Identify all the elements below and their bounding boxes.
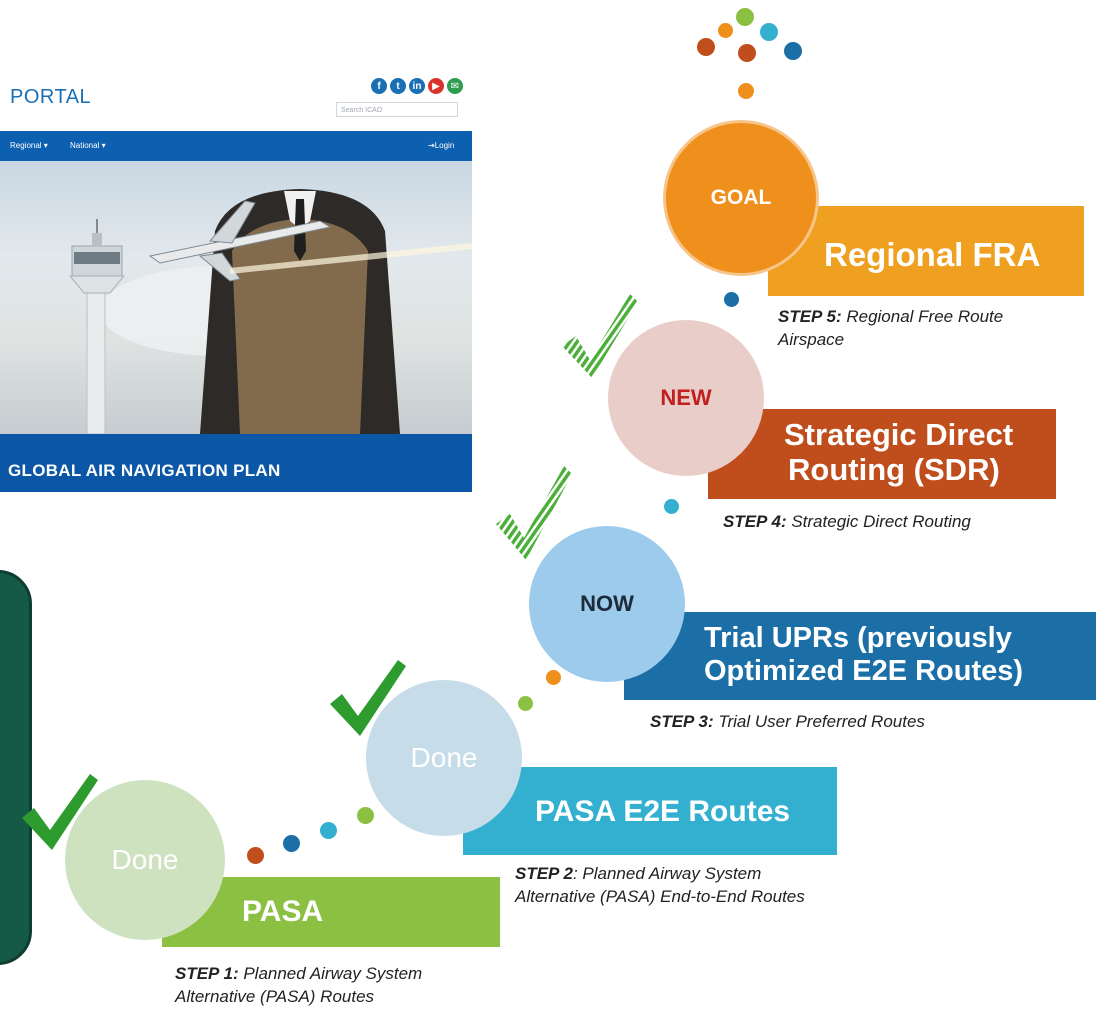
hero-image <box>0 161 472 434</box>
step4-bar: Strategic Direct Routing (SDR) <box>708 409 1056 499</box>
login-link[interactable]: ⇥Login <box>428 141 455 150</box>
connector-dot <box>724 292 739 307</box>
decor-dot <box>784 42 802 60</box>
connector-dot <box>283 835 300 852</box>
step5-text-line1: Regional Free Route <box>841 307 1004 326</box>
step1-status-circle: Done <box>65 780 225 940</box>
step1-checkmark-icon <box>22 774 98 850</box>
banner: GLOBAL AIR NAVIGATION PLAN <box>0 434 472 492</box>
decor-dot <box>736 8 754 26</box>
banner-title: GLOBAL AIR NAVIGATION PLAN <box>8 461 281 480</box>
decor-dot <box>718 23 733 38</box>
hero-illustration <box>68 189 472 434</box>
step4-checkmark-icon <box>562 294 638 378</box>
step1-text-line1: Planned Airway System <box>238 964 423 983</box>
step2-label: STEP 2 <box>515 864 573 883</box>
step1-text-line2: Alternative (PASA) Routes <box>175 987 375 1006</box>
connector-dot <box>546 670 561 685</box>
youtube-icon[interactable]: ▶ <box>428 78 444 94</box>
step4-status: NEW <box>660 385 712 410</box>
search-input[interactable]: Search ICAO <box>336 102 458 117</box>
step1-label: STEP 1: <box>175 964 239 983</box>
step5-bar-label: Regional FRA <box>824 236 1041 273</box>
step4-bar-label-line1: Strategic Direct <box>784 417 1014 452</box>
connector-dot <box>518 696 533 711</box>
step2-description: STEP 2: Planned Airway System Alternativ… <box>515 862 935 908</box>
step4-description: STEP 4: Strategic Direct Routing <box>723 510 1083 533</box>
step3-bar-label-line2: Optimized E2E Routes) <box>704 655 1024 687</box>
step1-bar-label: PASA <box>242 895 324 928</box>
nav-regional[interactable]: Regional ▾ <box>10 141 48 150</box>
step2-status-circle: Done <box>366 680 522 836</box>
decor-dot <box>760 23 778 41</box>
step2-text-line1: : Planned Airway System <box>572 864 762 883</box>
step4-label: STEP 4: <box>723 512 787 531</box>
step5-description: STEP 5: Regional Free Route Airspace <box>778 305 1098 351</box>
nav-national[interactable]: National ▾ <box>70 141 106 150</box>
step3-text-line1: Trial User Preferred Routes <box>713 712 925 731</box>
portal-title: PORTAL <box>10 86 92 108</box>
step3-label: STEP 3: <box>650 712 714 731</box>
step2-bar-label: PASA E2E Routes <box>535 795 791 828</box>
step5-status: GOAL <box>710 186 772 209</box>
linkedin-icon[interactable]: in <box>409 78 425 94</box>
decor-dot <box>738 83 754 99</box>
decor-dot <box>738 44 756 62</box>
step2-status: Done <box>410 742 478 773</box>
step5-label: STEP 5: <box>778 307 842 326</box>
step3-status: NOW <box>580 591 634 616</box>
step4-text-line1: Strategic Direct Routing <box>786 512 971 531</box>
side-panel <box>0 570 32 965</box>
step4-status-circle: NEW <box>608 320 764 476</box>
twitter-icon[interactable]: t <box>390 78 406 94</box>
step4-bar-label-line2: Routing (SDR) <box>788 452 1000 487</box>
step3-status-circle: NOW <box>529 526 685 682</box>
step3-description: STEP 3: Trial User Preferred Routes <box>650 710 1070 733</box>
step5-status-circle: GOAL <box>663 120 819 276</box>
icao-portal-screenshot: PORTAL f t in ▶ ✉ Search ICAO Regional ▾… <box>0 0 472 492</box>
step1-status: Done <box>111 844 179 875</box>
step3-bar-label-line1: Trial UPRs (previously <box>704 622 1012 654</box>
connector-dot <box>357 807 374 824</box>
connector-dot <box>320 822 337 839</box>
facebook-icon[interactable]: f <box>371 78 387 94</box>
connector-dot <box>247 847 264 864</box>
step3-checkmark-icon <box>496 466 572 560</box>
decor-dot <box>697 38 715 56</box>
step2-checkmark-icon <box>330 660 406 736</box>
step1-bar: PASA <box>162 877 500 947</box>
step3-bar: Trial UPRs (previously Optimized E2E Rou… <box>624 612 1096 700</box>
step5-bar: Regional FRA <box>768 206 1084 296</box>
portal-nav-bar: Regional ▾ National ▾ ⇥Login <box>0 131 472 161</box>
step1-description: STEP 1: Planned Airway System Alternativ… <box>175 962 535 1008</box>
email-icon[interactable]: ✉ <box>447 78 463 94</box>
step2-bar: PASA E2E Routes <box>463 767 837 855</box>
connector-dot <box>664 499 679 514</box>
step5-text-line2: Airspace <box>778 330 845 349</box>
step2-text-line2: Alternative (PASA) End-to-End Routes <box>515 887 805 906</box>
